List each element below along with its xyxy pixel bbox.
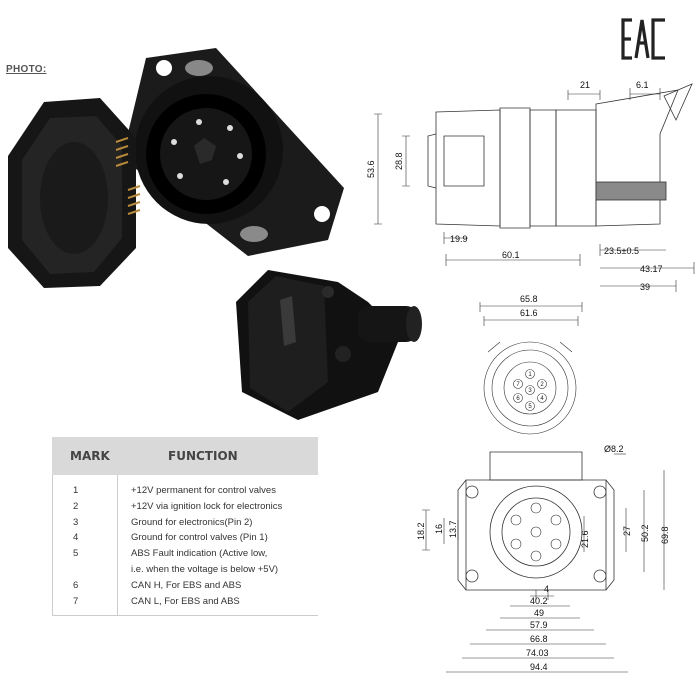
svg-text:4: 4 [540,396,544,402]
row-mark [53,562,117,578]
dim-43-17: 43.17 [640,264,663,274]
dim-28-8: 28.8 [394,152,404,170]
dim-16: 16 [434,524,444,534]
header-mark: MARK [70,449,110,463]
dim-6-1: 6.1 [636,80,649,90]
table-row: 4 Ground for control valves (Pin 1) [53,530,318,546]
dim-hole-8-2: Ø8.2 [604,444,624,454]
dim-60-1: 60.1 [502,250,520,260]
dim-57-9: 57.9 [530,620,548,630]
svg-text:7: 7 [516,382,520,388]
side-view-drawing: 21 6.1 53.6 28.8 19.9 60.1 23.5±0.5 43.1… [366,80,695,292]
table-row: 3 Ground for electronics(Pin 2) [53,515,318,531]
dim-74-03: 74.03 [526,648,549,658]
dim-23-5: 23.5±0.5 [604,246,639,256]
table-row: 7 CAN L, For EBS and ABS [53,594,318,610]
dim-21-6: 21.6 [580,530,590,548]
dim-61-6: 61.6 [520,308,538,318]
row-function: Ground for electronics(Pin 2) [131,516,253,528]
dim-19-9: 19.9 [450,234,468,244]
dim-21: 21 [580,80,590,90]
row-mark: 7 [73,595,79,607]
table-row: i.e. when the voltage is below +5V) [53,562,318,578]
svg-text:2: 2 [540,382,544,388]
dim-53-6: 53.6 [366,160,376,178]
eac-certification-logo [621,18,665,60]
table-row: 2 +12V via ignition lock for electronics [53,499,318,515]
table-row: 6 CAN H, For EBS and ABS [53,578,318,594]
row-function: CAN H, For EBS and ABS [131,579,242,591]
row-function: +12V via ignition lock for electronics [131,500,283,512]
photo-label: PHOTO: [6,64,47,75]
dim-13-7: 13.7 [448,520,458,538]
socket-photo-open [8,48,344,288]
row-function: +12V permanent for control valves [131,485,276,496]
row-function: i.e. when the voltage is below +5V) [131,563,279,575]
row-function: ABS Fault indication (Active low, [131,548,268,560]
dim-69-8: 69.8 [660,526,670,544]
table-row: 5 ABS Fault indication (Active low, [53,546,318,562]
socket-lid [8,98,136,288]
dim-4: 4 [544,584,549,594]
svg-text:5: 5 [528,404,532,410]
row-mark: 2 [73,500,79,512]
dim-27: 27 [622,526,632,536]
socket-barrel [135,76,283,224]
socket-photo-closed [236,270,422,420]
row-mark: 6 [73,579,79,591]
dim-50-2: 50.2 [640,524,650,542]
dim-66-8: 66.8 [530,634,548,644]
row-function: CAN L, For EBS and ABS [131,595,240,607]
dim-40-2: 40.2 [530,596,548,606]
row-mark: 3 [73,516,79,528]
table-body: 1 +12V permanent for control valves 2 +12V… [52,475,318,617]
front-view-drawing: 65.8 61.6 1 2 4 5 6 7 3 [479,294,583,435]
pin-function-table: MARK FUNCTION 1 +12V permanent for contro… [52,437,318,617]
pin-layout: 1 2 4 5 6 7 3 [513,369,547,411]
svg-text:1: 1 [528,372,532,378]
table-header: MARK FUNCTION [52,437,318,475]
table-row: 1 +12V permanent for control valves [53,483,318,499]
dim-49: 49 [534,608,544,618]
dim-65-8: 65.8 [520,294,538,304]
header-function: FUNCTION [168,449,238,463]
dim-94-4: 94.4 [530,662,548,672]
row-function: Ground for control valves (Pin 1) [131,532,268,544]
rear-view-drawing: Ø8.2 18.2 16 13.7 21.6 27 50.2 69.8 4 40… [416,444,670,673]
row-mark: 1 [73,485,79,496]
row-mark: 5 [73,548,79,560]
hinge-springs [115,137,141,215]
svg-text:6: 6 [516,396,520,402]
svg-text:3: 3 [528,388,532,394]
row-mark: 4 [73,532,79,544]
dim-18-2: 18.2 [416,522,426,540]
dim-39: 39 [640,282,650,292]
